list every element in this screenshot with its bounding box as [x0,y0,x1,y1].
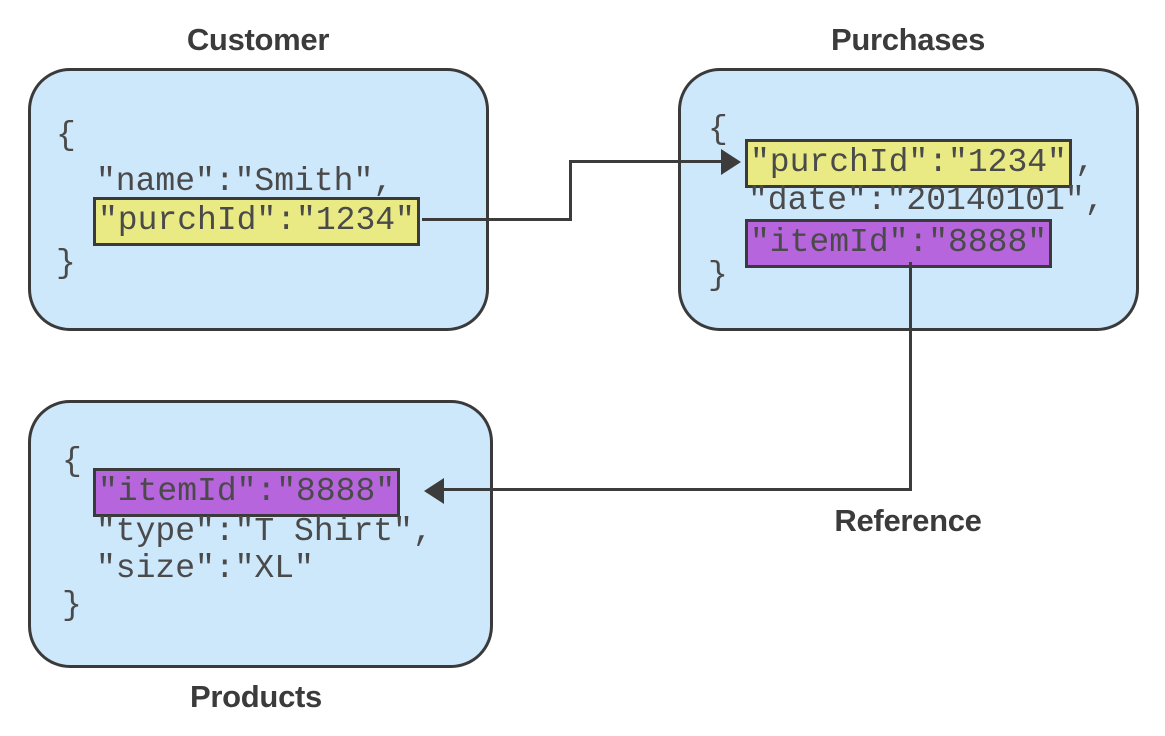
connector-customer-to-purchases-segment-2 [569,160,572,221]
customer-close-brace: } [56,245,76,282]
products-field-size: "size":"XL" [96,550,314,587]
purchases-document-card [678,68,1139,331]
products-open-brace: { [62,443,82,480]
products-collection-title: Products [190,679,322,714]
reference-label: Reference [834,503,982,538]
connector-purchases-to-products-segment-2 [444,488,912,491]
products-field-itemid-highlight[interactable]: "itemId":"8888" [93,468,401,517]
purchases-field-date: "date":"20140101", [748,182,1105,219]
purchases-collection-title: Purchases [830,22,986,57]
purchases-close-brace: } [708,257,728,294]
products-document-card [28,400,493,668]
purchases-field-purchid-highlight[interactable]: "purchId":"1234" [745,139,1072,188]
arrowhead-into-purchases-purchid-icon [721,149,741,175]
purchases-field-itemid-highlight[interactable]: "itemId":"8888" [745,219,1053,268]
customer-open-brace: { [56,117,76,154]
customer-collection-title: Customer [186,22,330,57]
purchases-open-brace: { [708,111,728,148]
arrowhead-into-products-itemid-icon [424,478,444,504]
customer-field-purchid-highlight[interactable]: "purchId":"1234" [93,197,420,246]
purchases-field-purchid-comma: , [1075,143,1095,180]
connector-customer-to-purchases-segment-3 [569,160,721,163]
products-field-type: "type":"T Shirt", [96,513,433,550]
connector-purchases-to-products-segment-1 [909,262,912,491]
connector-customer-to-purchases-segment-1 [422,218,572,221]
customer-field-name: "name":"Smith", [96,163,394,200]
products-close-brace: } [62,587,82,624]
